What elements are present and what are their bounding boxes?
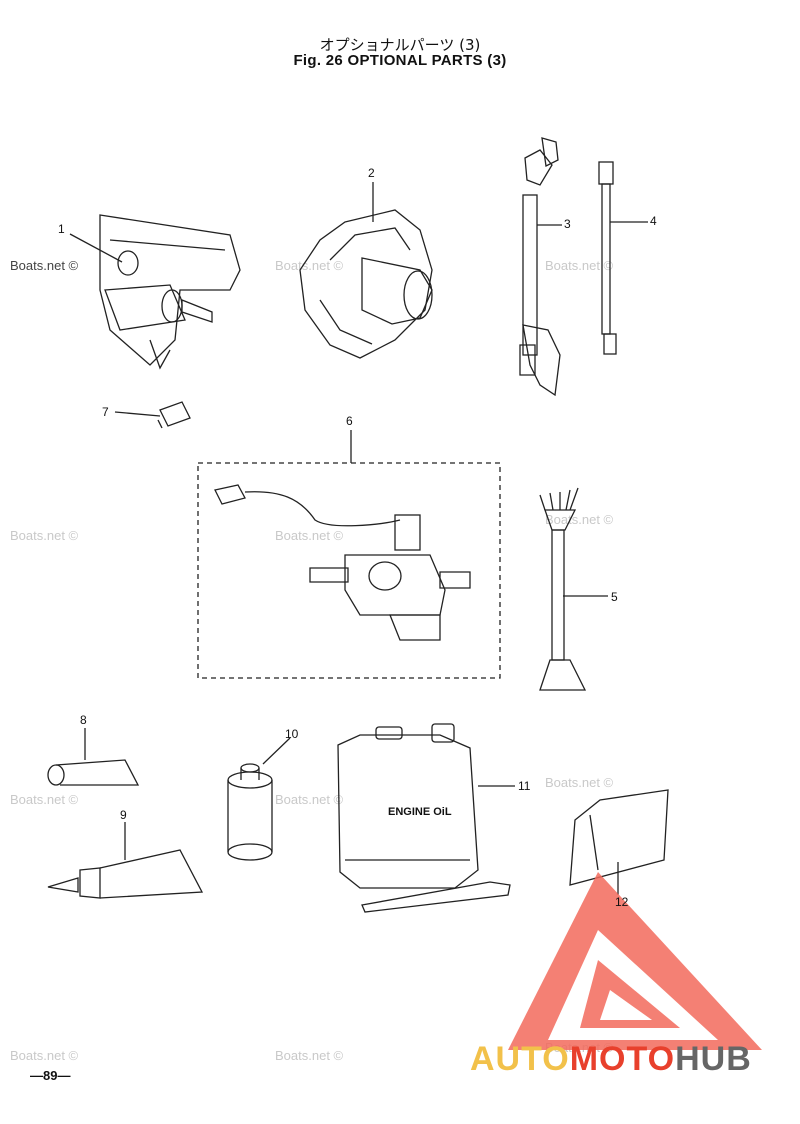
callout-4: 4: [650, 214, 657, 228]
callout-6: 6: [346, 414, 353, 428]
callout-3: 3: [564, 217, 571, 231]
watermark: Boats.net ©: [10, 258, 79, 273]
watermark: Boats.net ©: [275, 792, 344, 807]
watermark: Boats.net ©: [545, 512, 614, 527]
watermark: Boats.net ©: [545, 258, 614, 273]
cable-4-drawing: [598, 161, 617, 355]
lower-unit-drawing: [99, 214, 241, 370]
callout-8: 8: [80, 713, 87, 727]
harness-5-drawing: [539, 487, 587, 691]
callout-9: 9: [120, 808, 127, 822]
kit-6-drawing: [214, 484, 471, 641]
watermark: Boats.net ©: [275, 1048, 344, 1063]
callout-10: 10: [285, 727, 299, 741]
kit-6-box: [197, 462, 501, 679]
engine-oil-label: ENGINE OiL: [388, 806, 452, 818]
can-10-drawing: [227, 763, 273, 861]
callout-12: 12: [615, 895, 629, 909]
automotohub-logo: AUTOMOTOHUB: [470, 1040, 752, 1079]
logo-triangle-mark: [508, 872, 762, 1050]
callout-11: 11: [518, 779, 531, 793]
oil-container-drawing: [337, 723, 511, 913]
tube-8-drawing: [47, 759, 140, 786]
pouch-12-drawing: [569, 789, 669, 886]
watermark: Boats.net ©: [275, 258, 344, 273]
harness-3-drawing: [519, 137, 561, 397]
watermark: Boats.net ©: [10, 1048, 79, 1063]
watermark: Boats.net ©: [10, 528, 79, 543]
flywheel-cover-drawing: [299, 209, 433, 359]
figure-title-japanese: オプショナルパーツ (3): [319, 36, 481, 54]
fitting-7-drawing: [157, 401, 191, 429]
logo-part-hub: HUB: [675, 1040, 752, 1078]
figure-title: Fig. 26 OPTIONAL PARTS (3): [293, 52, 507, 69]
callout-5: 5: [611, 590, 618, 604]
callout-2: 2: [368, 166, 375, 180]
watermark: Boats.net ©: [275, 528, 344, 543]
logo-part-moto: MOTO: [569, 1040, 676, 1078]
logo-part-auto: AUTO: [470, 1040, 570, 1078]
watermark: Boats.net ©: [10, 792, 79, 807]
page-number: —89—: [30, 1068, 71, 1083]
tube-9-drawing: [47, 849, 204, 899]
callout-7: 7: [102, 405, 109, 419]
watermark: Boats.net ©: [545, 775, 614, 790]
callout-1: 1: [58, 222, 65, 236]
